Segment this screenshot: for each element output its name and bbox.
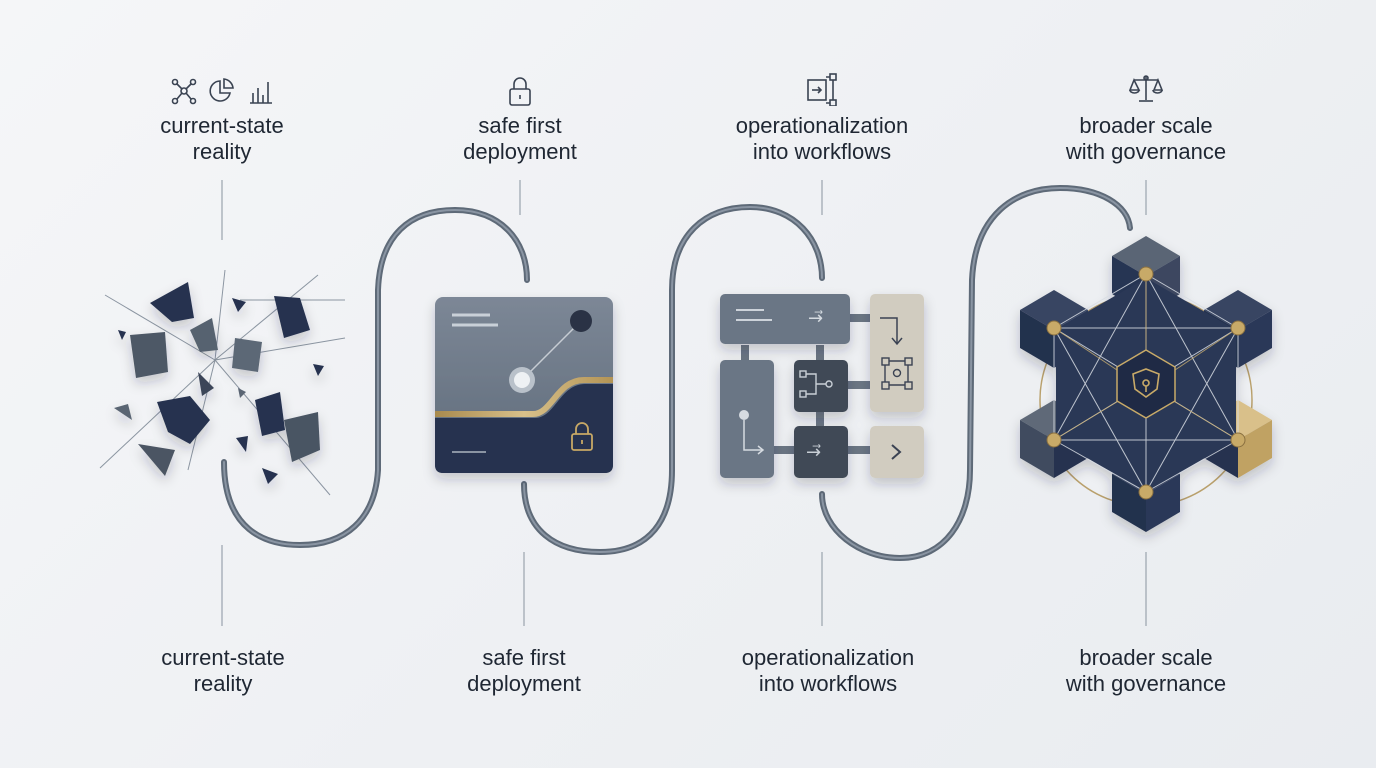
stage-3-icon-row — [722, 72, 922, 106]
stage-3-bottom-line2: into workflows — [758, 671, 898, 696]
stage-4-bottom-line2: with governance — [1065, 671, 1227, 696]
stage-2-top-line1: safe first — [478, 113, 562, 138]
stage-4-top-label: broader scale with governance — [1016, 113, 1276, 165]
governance-network-illustration — [1020, 236, 1272, 532]
shield-icon — [1132, 368, 1160, 398]
pie-chart-icon — [209, 78, 234, 102]
stage-2-icon-row — [420, 74, 620, 108]
stage-1-bottom-label: current-state reality — [93, 645, 353, 697]
svg-text:→⃗: →⃗ — [806, 442, 821, 463]
stage-4-icon-row — [1046, 72, 1246, 106]
svg-text:→⃗: →⃗ — [808, 308, 823, 329]
stage-4-bottom-label: broader scale with governance — [1016, 645, 1276, 697]
workflow-icon — [807, 73, 837, 106]
bar-chart-icon — [250, 82, 272, 104]
stage-2-bottom-label: safe first deployment — [394, 645, 654, 697]
network-icon — [171, 78, 197, 105]
stage-1-top-line2: reality — [192, 139, 252, 164]
safe-deployment-card — [435, 297, 613, 473]
shattered-fragments-illustration — [99, 269, 346, 496]
stage-3-top-label: operationalization into workflows — [692, 113, 952, 165]
stage-3-bottom-line1: operationalization — [741, 645, 915, 670]
stage-1-bottom-line2: reality — [193, 671, 253, 696]
connector-pipe — [221, 184, 1133, 562]
workflow-blocks-illustration: →⃗ →⃗ — [720, 294, 924, 478]
stage-4-top-line2: with governance — [1065, 139, 1227, 164]
stage-2-top-line2: deployment — [463, 139, 577, 164]
stage-1-bottom-line1: current-state — [161, 645, 285, 670]
leader-lines — [221, 180, 1147, 626]
stage-2-bottom-line1: safe first — [482, 645, 566, 670]
stage-3-top-line2: into workflows — [752, 139, 892, 164]
balance-scale-icon — [1129, 75, 1163, 102]
lock-icon — [509, 77, 531, 106]
stage-4-bottom-line1: broader scale — [1079, 645, 1213, 670]
stage-1-top-label: current-state reality — [92, 113, 352, 165]
stage-1-top-line1: current-state — [160, 113, 284, 138]
stage-3-bottom-label: operationalization into workflows — [698, 645, 958, 697]
lock-icon — [571, 422, 593, 451]
stage-1-icon-row — [122, 74, 322, 108]
stage-4-top-line1: broader scale — [1079, 113, 1213, 138]
stage-2-top-label: safe first deployment — [390, 113, 650, 165]
stage-3-top-line1: operationalization — [735, 113, 909, 138]
stage-2-bottom-line2: deployment — [467, 671, 581, 696]
